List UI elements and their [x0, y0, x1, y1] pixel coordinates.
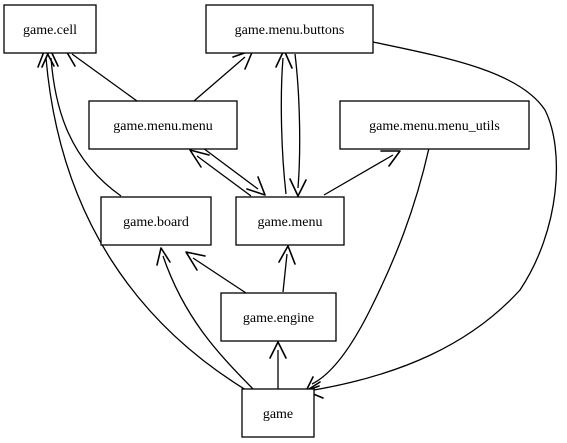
node-label: game.board [123, 215, 189, 230]
edge-game-to-board [156, 247, 254, 390]
edge-menu-menu-to-menu [202, 147, 266, 196]
edge-menu-to-menu-utils [323, 150, 401, 196]
node-game-menu-buttons: game.menu.buttons [205, 4, 374, 54]
node-game-menu-menu: game.menu.menu [88, 100, 238, 150]
edge-engine-to-board [185, 251, 247, 294]
edge-engine-to-menu [278, 245, 296, 293]
edge-menu-menu-to-cell [64, 48, 138, 102]
node-game-engine: game.engine [220, 292, 337, 342]
node-game-cell: game.cell [3, 4, 97, 54]
edge-menu-menu-to-buttons [193, 49, 254, 102]
node-game: game [241, 388, 315, 438]
edge-menu-utils-to-game [305, 147, 430, 392]
node-game-menu-menu-utils: game.menu.menu_utils [339, 100, 530, 150]
edge-game-to-engine [269, 341, 287, 389]
edge-menu-to-menu-menu [189, 149, 252, 197]
node-label: game.cell [23, 23, 77, 38]
node-label: game.menu [258, 215, 323, 230]
node-game-menu: game.menu [235, 196, 345, 246]
edge-menu-to-buttons [275, 49, 293, 195]
node-label: game.menu.buttons [235, 23, 345, 38]
node-label: game [263, 407, 293, 422]
node-label: game.engine [243, 311, 314, 326]
node-label: game.menu.menu [113, 119, 213, 134]
node-label: game.menu.menu_utils [369, 119, 500, 134]
edge-buttons-to-menu [289, 53, 307, 197]
node-game-board: game.board [100, 196, 212, 246]
